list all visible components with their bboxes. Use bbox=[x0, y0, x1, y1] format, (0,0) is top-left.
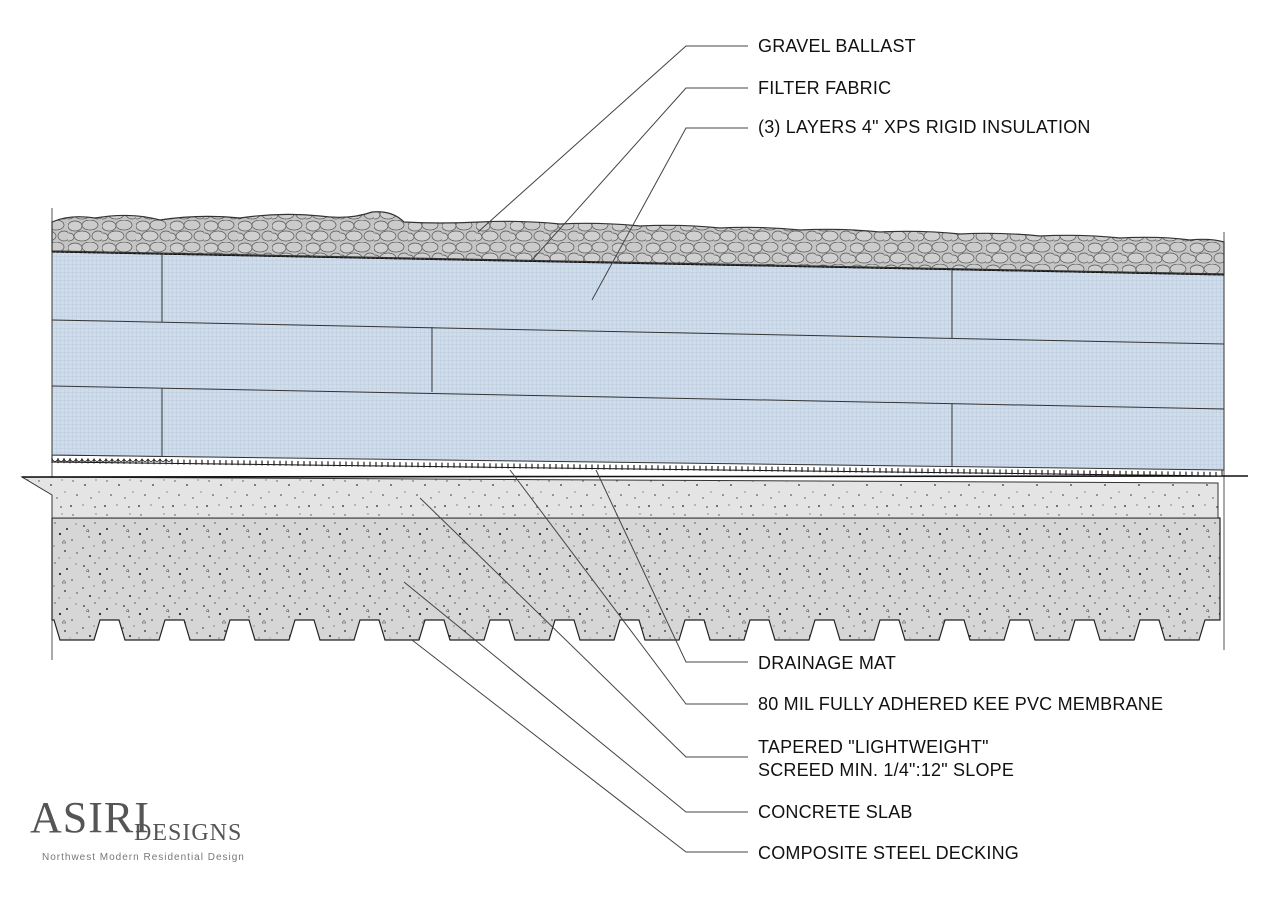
label-gravel-ballast: GRAVEL BALLAST bbox=[758, 36, 916, 56]
xps-insulation bbox=[51, 251, 1225, 471]
label-pvc-membrane: 80 MIL FULLY ADHERED KEE PVC MEMBRANE bbox=[758, 694, 1164, 714]
pvc-membrane bbox=[21, 475, 1249, 478]
brand-name: ASIRI bbox=[30, 793, 150, 842]
leader-gravel-ballast bbox=[477, 45, 748, 233]
label-drainage-mat: DRAINAGE MAT bbox=[758, 653, 897, 673]
drainage-mat-dimple bbox=[51, 458, 1217, 477]
brand-logo: ASIRI DESIGNS Northwest Modern Residenti… bbox=[30, 792, 244, 863]
brand-sub: DESIGNS bbox=[134, 820, 243, 846]
leader-filter-fabric bbox=[531, 87, 748, 261]
leader-screed bbox=[419, 497, 748, 758]
leader-concrete-slab bbox=[403, 581, 748, 813]
gravel-ballast bbox=[51, 211, 1225, 275]
leader-drainage-mat bbox=[595, 469, 748, 663]
tapered-screed bbox=[20, 476, 1219, 519]
leader-lines bbox=[403, 45, 748, 853]
leader-pvc-membrane bbox=[509, 469, 748, 705]
label-steel-decking: COMPOSITE STEEL DECKING bbox=[758, 843, 1019, 863]
label-screed-line2: SCREED MIN. 1/4":12" SLOPE bbox=[758, 760, 1015, 780]
brand-tagline: Northwest Modern Residential Design bbox=[42, 852, 245, 863]
xps-joint-1 bbox=[51, 319, 1225, 345]
leader-steel-decking bbox=[411, 639, 748, 853]
label-screed-line1: TAPERED "LIGHTWEIGHT" bbox=[758, 737, 989, 757]
xps-joint-2 bbox=[51, 385, 1225, 410]
leader-xps-insulation bbox=[591, 127, 748, 301]
drainage-mat-texture bbox=[51, 458, 1217, 477]
concrete-slab bbox=[51, 517, 1221, 641]
label-xps-insulation: (3) LAYERS 4" XPS RIGID INSULATION bbox=[758, 117, 1091, 137]
label-concrete-slab: CONCRETE SLAB bbox=[758, 802, 913, 822]
label-filter-fabric: FILTER FABRIC bbox=[758, 78, 892, 98]
